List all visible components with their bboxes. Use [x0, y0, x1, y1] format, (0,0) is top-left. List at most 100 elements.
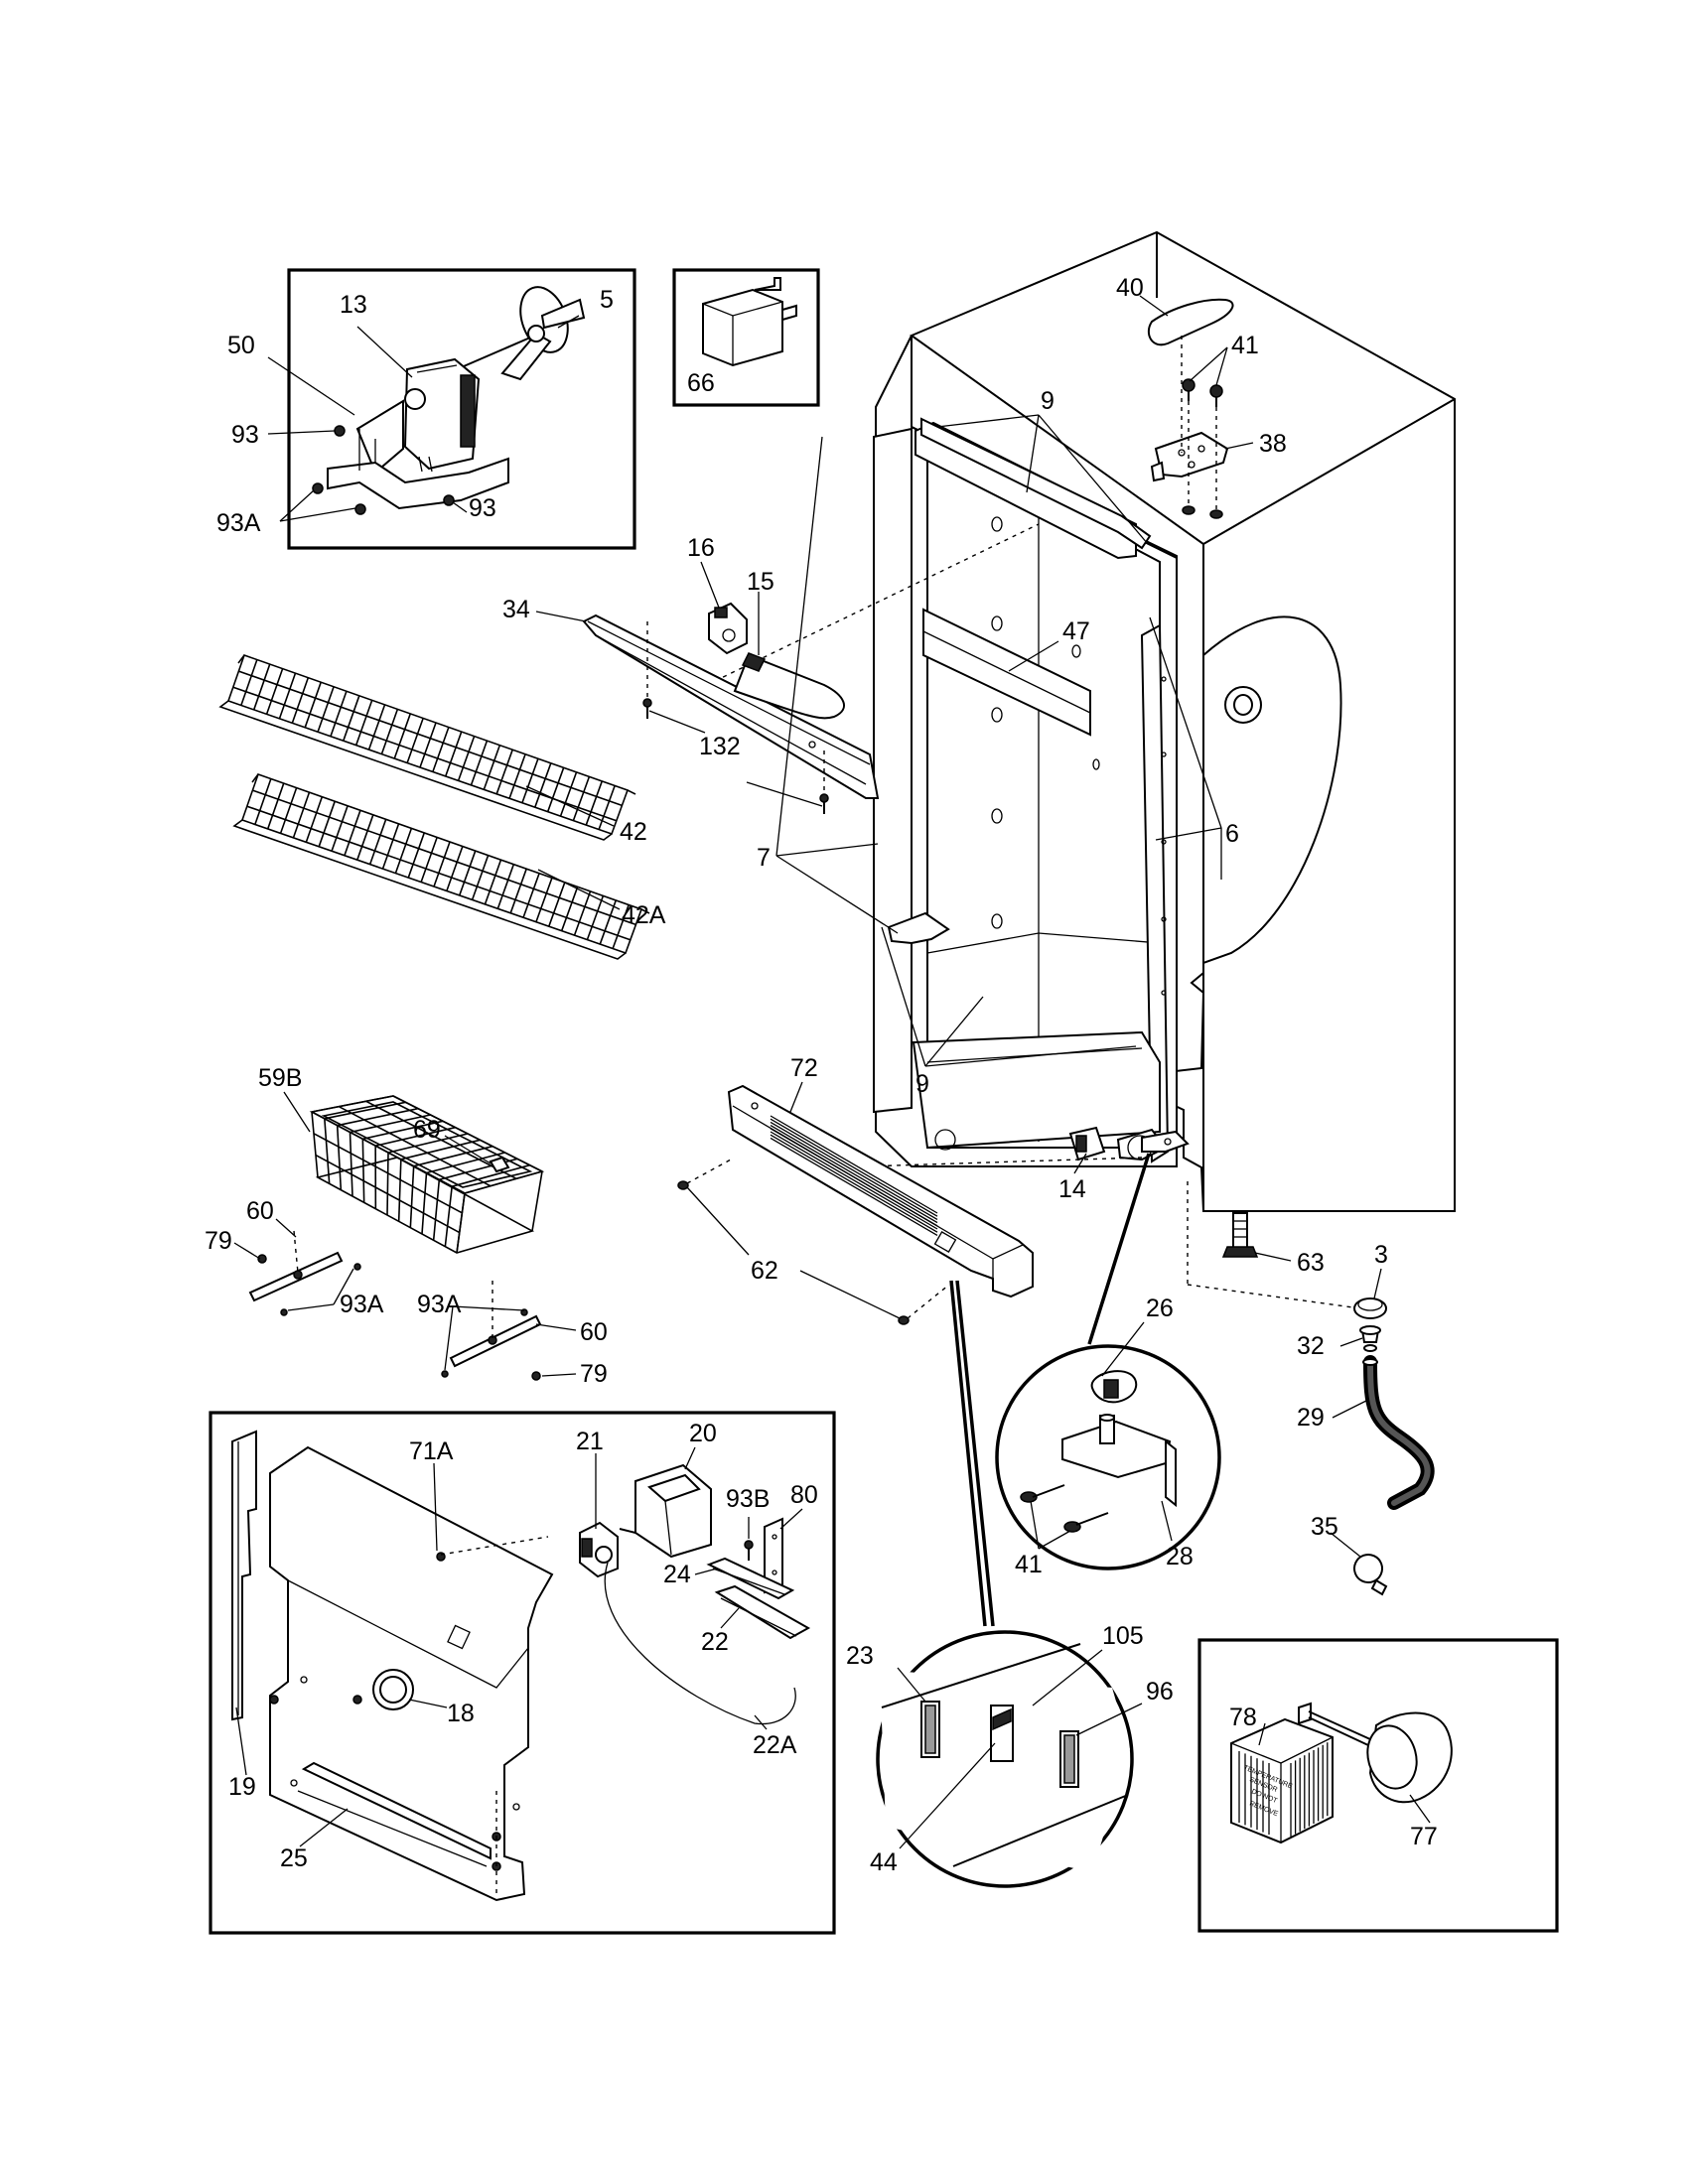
basket-stop-69 — [489, 1156, 510, 1173]
label-21: 21 — [576, 1428, 604, 1455]
label-40: 40 — [1116, 274, 1144, 302]
label-69: 69 — [413, 1116, 441, 1144]
label-13: 13 — [340, 291, 367, 319]
fan-blade — [500, 286, 586, 381]
relay-part-66 — [702, 277, 797, 367]
screws-41-top — [1182, 378, 1223, 519]
label-28: 28 — [1166, 1543, 1194, 1570]
label-105: 105 — [1102, 1622, 1144, 1650]
strip-24 — [706, 1557, 795, 1600]
leader-lines — [233, 295, 1382, 1558]
label-59b: 59B — [258, 1064, 302, 1092]
label-15: 15 — [747, 568, 774, 596]
basket-59b — [309, 1095, 545, 1254]
switch-detail-circle — [876, 1280, 1143, 1888]
label-29: 29 — [1297, 1404, 1325, 1432]
drain-cap-3 — [1353, 1297, 1387, 1319]
sensor-box-78: TEMPERATURE SENSOR DO NOT REMOVE — [1230, 1717, 1334, 1844]
switch-pad-23 — [920, 1701, 940, 1758]
thermostat-knob-18 — [372, 1669, 414, 1710]
label-60-left: 60 — [246, 1197, 274, 1225]
label-42a: 42A — [622, 901, 666, 929]
label-32: 32 — [1297, 1332, 1325, 1360]
label-24: 24 — [663, 1561, 691, 1588]
label-7: 7 — [757, 844, 771, 872]
condenser-disc — [1202, 615, 1342, 965]
top-hinge-38 — [1150, 431, 1229, 482]
label-19: 19 — [228, 1773, 256, 1801]
freezer-cabinet — [714, 230, 1456, 1309]
label-93-right: 93 — [469, 494, 496, 522]
hinge-screws-41 — [1020, 1484, 1109, 1533]
screw-93-right — [443, 494, 455, 506]
label-132: 132 — [699, 733, 741, 760]
part-labels: 40 41 38 9 47 16 15 34 132 42 42A 7 6 9 … — [205, 274, 1388, 1876]
label-93b: 93B — [726, 1485, 770, 1513]
hinge-detail-circle — [995, 1153, 1221, 1570]
basket-slides — [248, 1251, 542, 1381]
control-housing-20 — [619, 1463, 712, 1559]
hinge-cover-40 — [1147, 298, 1234, 346]
label-25: 25 — [280, 1844, 308, 1872]
screw-93a-left — [312, 482, 324, 494]
label-9-top: 9 — [1041, 387, 1055, 415]
sensor-cup-77 — [1366, 1711, 1453, 1804]
label-79-left: 79 — [205, 1227, 232, 1255]
heater-15 — [733, 652, 846, 720]
control-21 — [579, 1521, 796, 1725]
evaporator-cover-inset: 71A 21 20 93B 80 24 22 18 22A 19 25 — [209, 1411, 836, 1935]
label-80: 80 — [790, 1481, 818, 1509]
label-34: 34 — [502, 596, 530, 623]
hinge-bushing-26 — [1090, 1370, 1138, 1404]
heater-bracket-34 — [582, 614, 880, 799]
label-16: 16 — [687, 534, 715, 562]
label-78: 78 — [1229, 1704, 1257, 1731]
drain-grommet-32 — [1359, 1325, 1381, 1352]
fan-motor — [403, 357, 481, 473]
label-77: 77 — [1410, 1823, 1438, 1850]
screw-93b — [744, 1540, 754, 1561]
lower-hinge — [1141, 1130, 1190, 1153]
light-switch-44 — [990, 1705, 1014, 1762]
label-93a: 93A — [216, 509, 261, 537]
label-62: 62 — [751, 1257, 778, 1285]
label-9-bottom: 9 — [915, 1070, 929, 1098]
label-71a: 71A — [409, 1437, 454, 1465]
screw-93 — [334, 425, 346, 437]
label-18: 18 — [447, 1700, 475, 1727]
label-38: 38 — [1259, 430, 1287, 458]
label-79-right: 79 — [580, 1360, 608, 1388]
label-3: 3 — [1374, 1241, 1388, 1269]
wire-shelf-42a — [232, 772, 650, 960]
rail-47 — [922, 608, 1091, 737]
label-47: 47 — [1062, 617, 1090, 645]
label-96: 96 — [1146, 1678, 1174, 1706]
label-5: 5 — [600, 286, 614, 314]
label-35: 35 — [1311, 1513, 1338, 1541]
label-41-top: 41 — [1231, 332, 1259, 359]
label-60-right: 60 — [580, 1318, 608, 1346]
label-41-bottom: 41 — [1015, 1551, 1043, 1578]
label-42: 42 — [620, 818, 647, 846]
label-93a-left: 93A — [340, 1291, 384, 1318]
switch-14 — [1068, 1126, 1106, 1161]
screws-62 — [677, 1180, 910, 1325]
drain-tube-29 — [1362, 1355, 1435, 1510]
fan-motor-inset: 5 13 50 93 93A 93 — [216, 268, 636, 550]
label-93: 93 — [231, 421, 259, 449]
strip-22 — [714, 1584, 811, 1640]
wire-shelf-42 — [218, 653, 636, 841]
kickplate-grille-72 — [727, 1084, 1034, 1298]
relay-inset: 66 — [672, 268, 820, 407]
hinge-bracket-28 — [1061, 1414, 1177, 1508]
label-93a-right: 93A — [417, 1291, 462, 1318]
label-50: 50 — [227, 332, 255, 359]
label-26: 26 — [1146, 1295, 1174, 1322]
label-63: 63 — [1297, 1249, 1325, 1277]
label-66: 66 — [687, 369, 715, 397]
thermostat-16 — [708, 602, 748, 655]
leveling-leg-63 — [1221, 1212, 1259, 1258]
switch-pad-96 — [1059, 1730, 1079, 1788]
clamp-35 — [1353, 1554, 1388, 1596]
temperature-sensor-inset: TEMPERATURE SENSOR DO NOT REMOVE 78 77 — [1197, 1638, 1559, 1933]
